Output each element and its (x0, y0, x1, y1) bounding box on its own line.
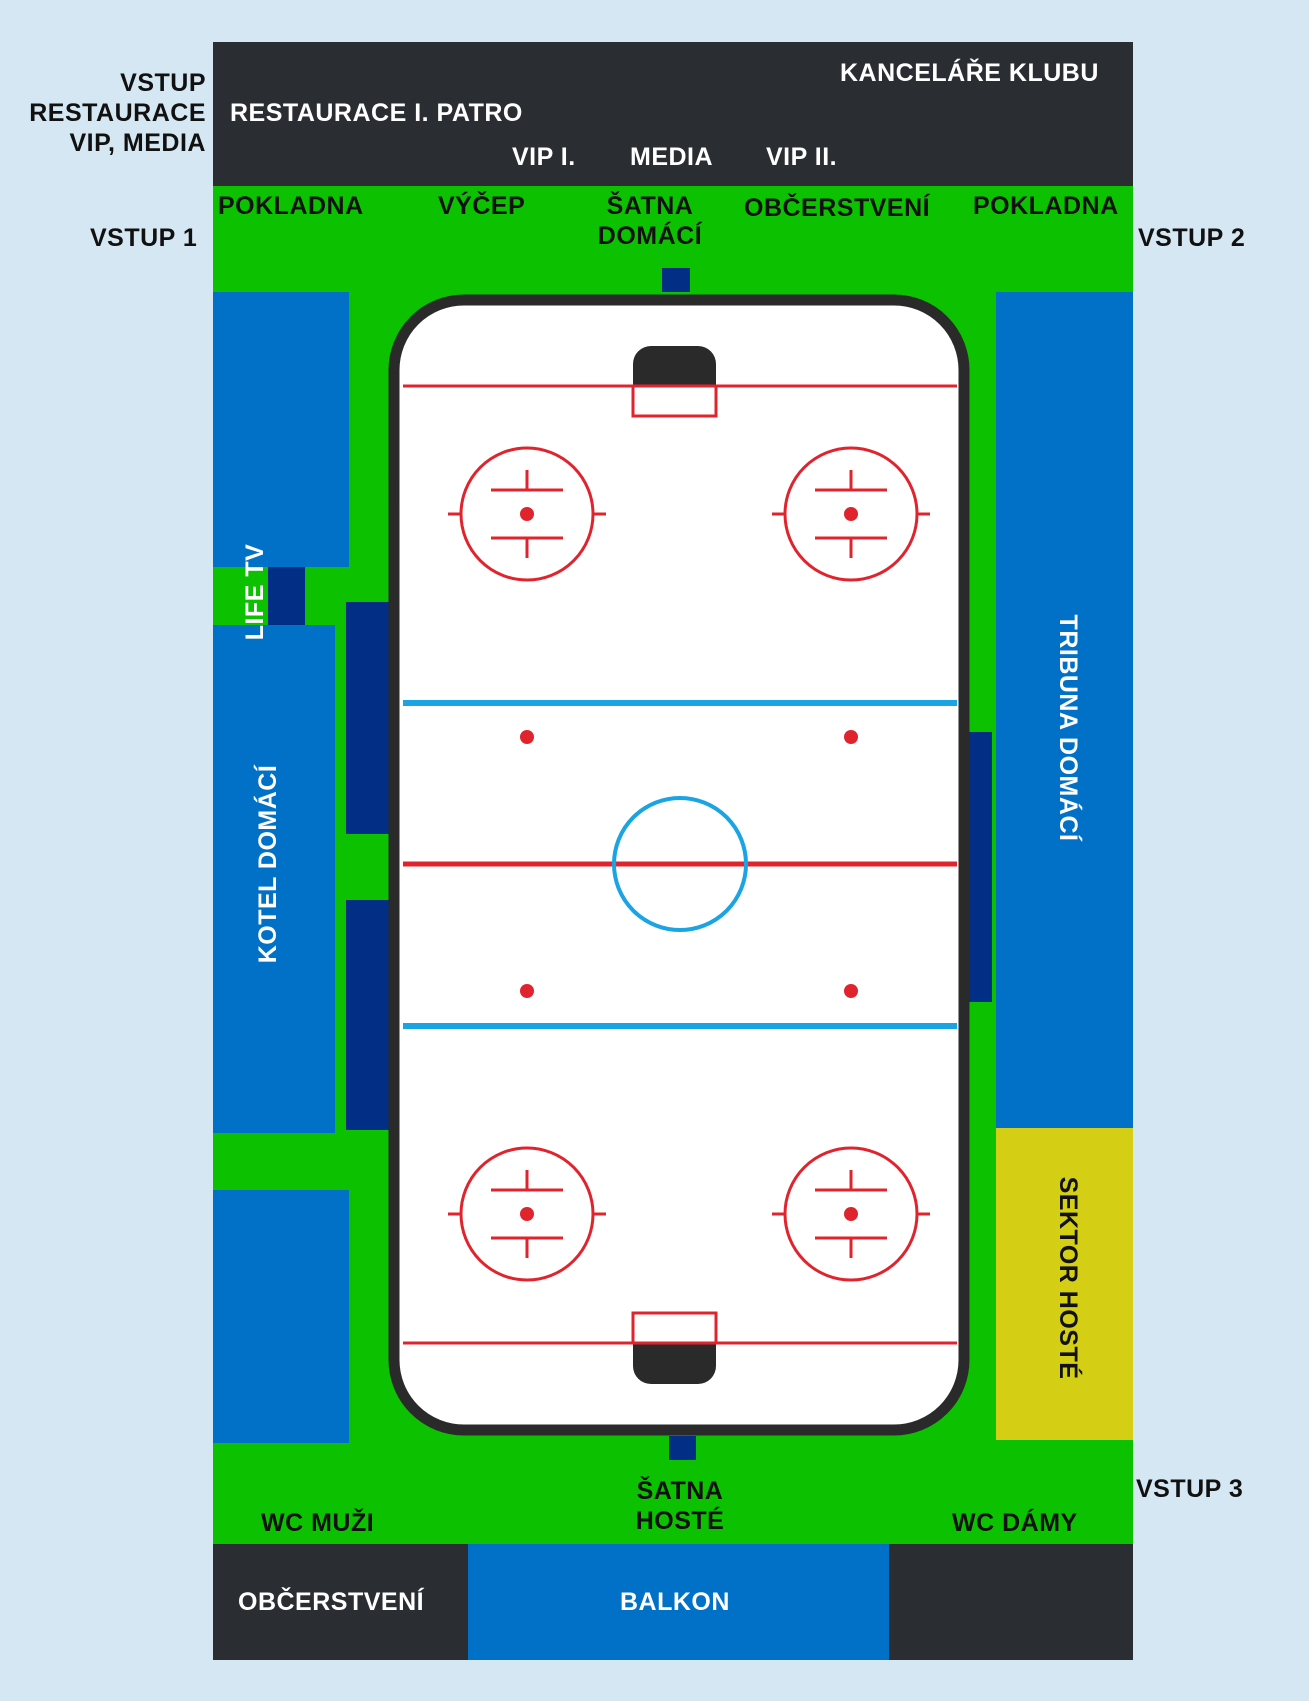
entrance-vip-line-3: VIP, MEDIA (69, 129, 206, 157)
bar-label: VÝČEP (438, 192, 526, 220)
bench-right (968, 732, 992, 1002)
media-label: MEDIA (630, 143, 714, 171)
balcony-label: BALKON (620, 1588, 730, 1616)
wc-men-label: WC MUŽI (261, 1509, 375, 1537)
entrance-3-label: VSTUP 3 (1136, 1475, 1244, 1503)
life-tv-label: LIFE TV (241, 543, 269, 641)
wc-women-label: WC DÁMY (952, 1509, 1078, 1537)
entrance-vip-line-2: RESTAURACE (29, 99, 206, 127)
home-locker-line-1: ŠATNA (606, 192, 694, 220)
guest-locker-line-2: HOSTÉ (635, 1507, 725, 1535)
guest-sector-label: SEKTOR HOSTÉ (1054, 1176, 1082, 1380)
restaurant-label: RESTAURACE I. PATRO (230, 99, 523, 127)
entrance-vip-label: VSTUP RESTAURACE VIP, MEDIA (29, 68, 206, 158)
left-lower-seats[interactable] (213, 1190, 349, 1443)
home-locker-line-2: DOMÁCÍ (597, 222, 703, 250)
home-stand-seats[interactable] (996, 292, 1133, 1128)
home-kotel-seats[interactable] (213, 625, 335, 1133)
vip-2-label: VIP II. (766, 143, 838, 171)
home-kotel-label: KOTEL DOMÁCÍ (254, 764, 282, 964)
home-locker-label: ŠATNA DOMÁCÍ (594, 191, 706, 251)
home-tunnel-marker (662, 268, 690, 292)
bench-left-lower (346, 900, 390, 1130)
home-stand-label: TRIBUNA DOMÁCÍ (1054, 614, 1082, 842)
guest-locker-label: ŠATNA HOSTÉ (624, 1476, 736, 1536)
left-upper-seats[interactable] (213, 292, 349, 567)
refreshments-bottom-label: OBČERSTVENÍ (238, 1588, 425, 1616)
bench-left-upper (346, 602, 390, 834)
entrance-vip-line-1: VSTUP (120, 69, 206, 97)
ticket-office-left-label: POKLADNA (218, 192, 364, 220)
life-tv-booth[interactable] (268, 567, 305, 625)
vip-1-label: VIP I. (512, 143, 576, 171)
entrance-2-label: VSTUP 2 (1138, 224, 1246, 252)
ice-rink (388, 294, 970, 1436)
ticket-office-right-label: POKLADNA (973, 192, 1119, 220)
upper-floor-area (213, 42, 1133, 186)
guest-locker-line-1: ŠATNA (636, 1477, 724, 1505)
guest-sector-seats[interactable] (996, 1128, 1133, 1440)
entrance-1-label: VSTUP 1 (90, 224, 198, 252)
balcony-area[interactable] (468, 1544, 889, 1660)
refreshments-top-label: OBČERSTVENÍ (744, 194, 931, 222)
club-offices-label: KANCELÁŘE KLUBU (840, 59, 1099, 87)
guest-tunnel-marker (669, 1436, 696, 1460)
